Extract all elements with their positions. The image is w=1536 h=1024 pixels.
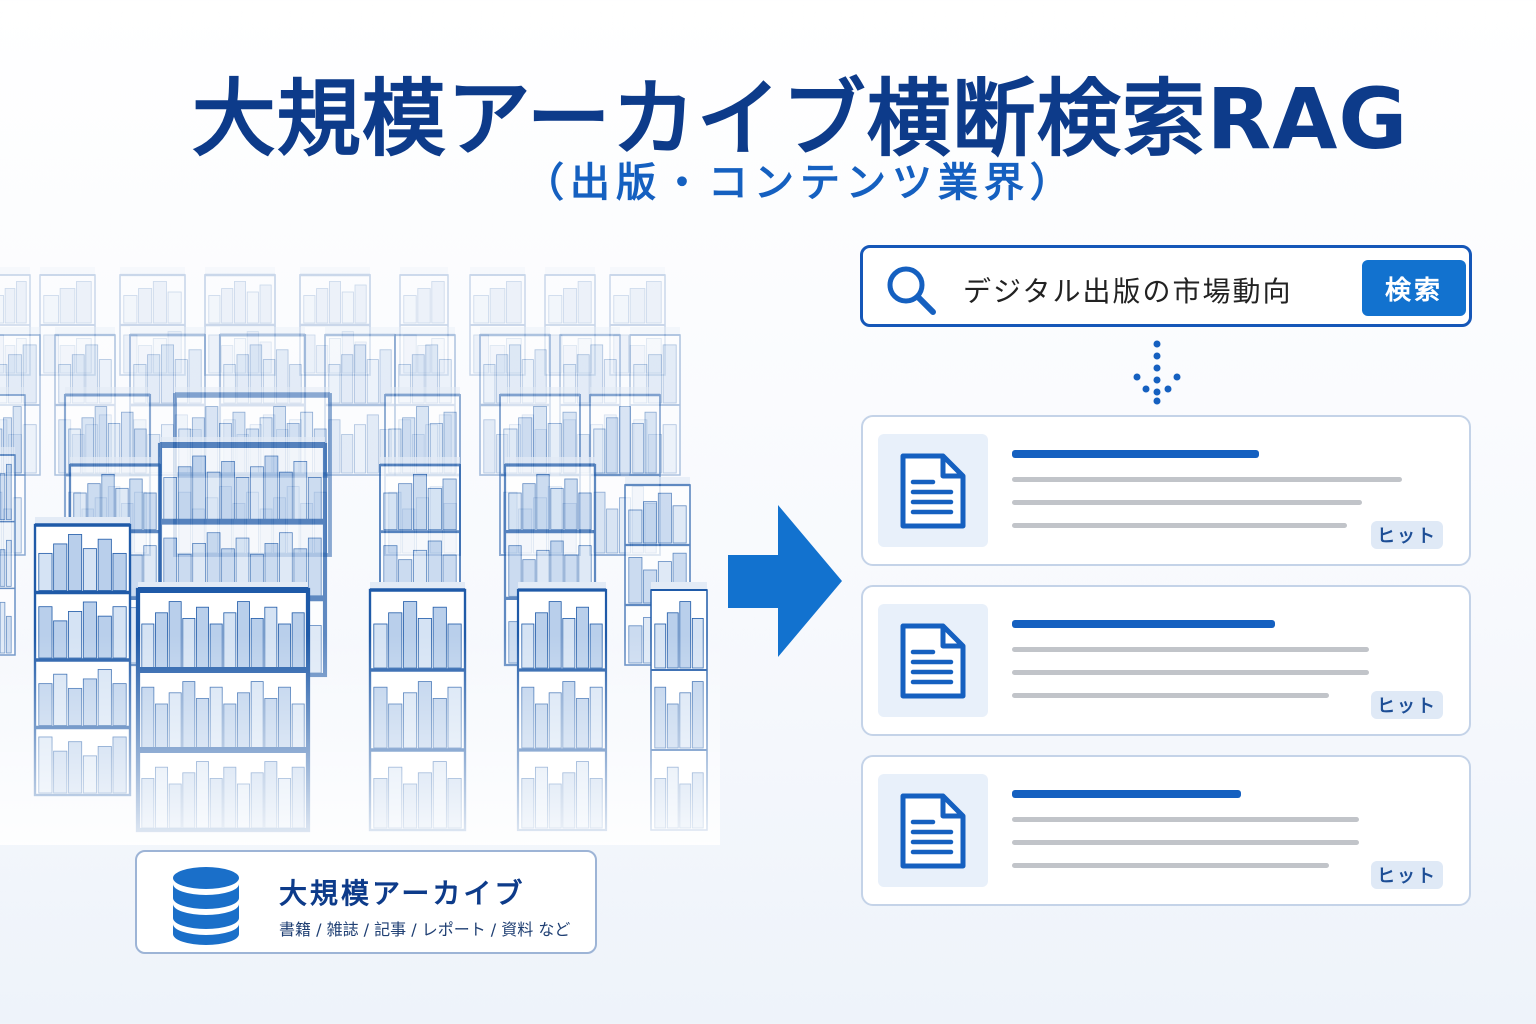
right-arrow-icon [728, 505, 842, 661]
result-text-placeholder [1012, 840, 1359, 845]
bookshelf [299, 267, 371, 376]
result-card[interactable]: ヒット [861, 755, 1471, 906]
database-icon [171, 866, 241, 950]
search-input[interactable]: デジタル出版の市場動向 [963, 275, 1293, 308]
archive-description: 書籍 / 雑誌 / 記事 / レポート / 資料 など [279, 920, 571, 939]
result-title-placeholder [1012, 620, 1275, 628]
result-text-placeholder [1012, 500, 1362, 505]
result-card[interactable]: ヒット [861, 585, 1471, 736]
result-title-placeholder [1012, 790, 1241, 798]
result-card[interactable]: ヒット [861, 415, 1471, 566]
archive-shelves-illustration [0, 267, 720, 845]
archive-label: 大規模アーカイブ [279, 877, 526, 910]
bookshelf [609, 267, 666, 376]
archive-card: 大規模アーカイブ 書籍 / 雑誌 / 記事 / レポート / 資料 など [135, 850, 597, 954]
result-text-placeholder [1012, 477, 1402, 482]
down-arrow-icon [1132, 340, 1182, 410]
page-subtitle: （出版・コンテンツ業界） [524, 160, 1076, 206]
result-text-placeholder [1012, 670, 1369, 675]
document-icon [900, 793, 966, 869]
result-title-placeholder [1012, 450, 1259, 458]
bookshelf [544, 267, 596, 376]
hit-badge: ヒット [1371, 861, 1443, 889]
bookshelf [0, 267, 31, 376]
search-bar[interactable]: デジタル出版の市場動向 検索 [860, 245, 1472, 327]
bookshelf [204, 267, 276, 376]
document-thumbnail [878, 434, 988, 547]
page-title: 大規模アーカイブ横断検索RAG [191, 70, 1409, 168]
bookshelf [39, 267, 96, 376]
result-text-placeholder [1012, 647, 1369, 652]
bookshelf [399, 267, 449, 376]
search-button[interactable]: 検索 [1362, 260, 1466, 316]
hit-badge: ヒット [1371, 521, 1443, 549]
search-icon [885, 264, 937, 320]
result-text-placeholder [1012, 863, 1329, 868]
result-text-placeholder [1012, 523, 1347, 528]
bookshelf [0, 447, 16, 656]
document-icon [900, 453, 966, 529]
bookshelf [469, 267, 526, 376]
hit-badge: ヒット [1371, 691, 1443, 719]
document-icon [900, 623, 966, 699]
bookshelf [119, 267, 186, 376]
document-thumbnail [878, 604, 988, 717]
result-text-placeholder [1012, 817, 1359, 822]
result-text-placeholder [1012, 693, 1329, 698]
document-thumbnail [878, 774, 988, 887]
